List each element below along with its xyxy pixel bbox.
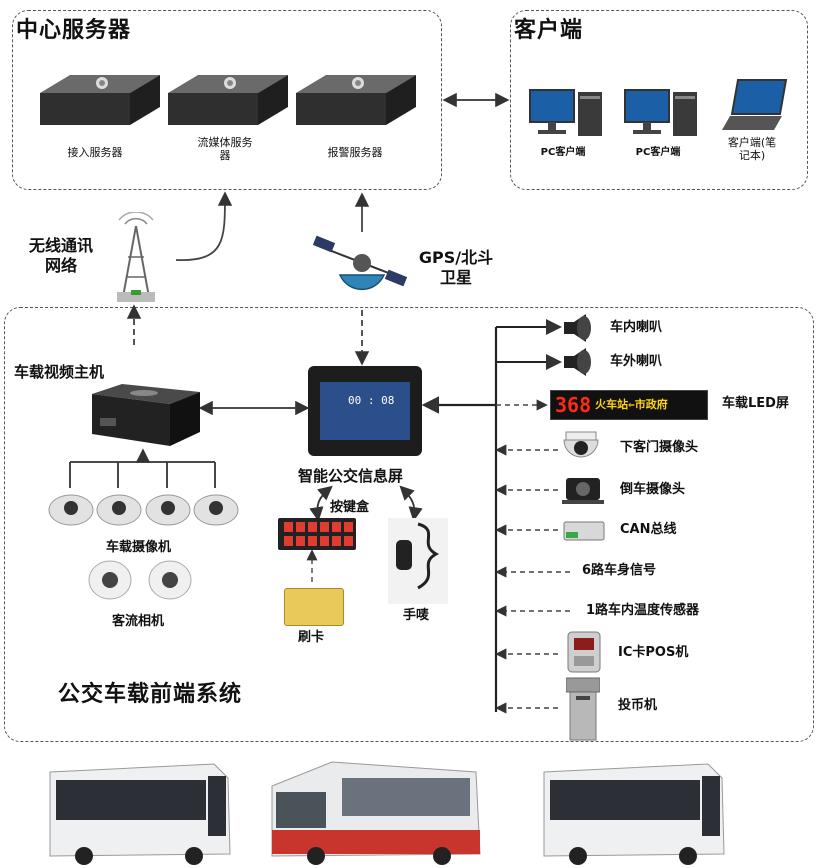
info-screen-time: 00 : 08	[348, 394, 395, 407]
info-screen-label: 智能公交信息屏	[298, 467, 404, 485]
wireless-tower-icon	[117, 212, 155, 302]
vehicle-camera-icon-3	[145, 494, 191, 526]
streaming-server-icon	[168, 75, 288, 125]
center-server-title: 中心服务器	[16, 18, 132, 43]
outer-speaker-icon	[564, 348, 591, 376]
keypad-label: 按键盒	[330, 500, 370, 515]
laptop-client-label: 客户端(笔 记本)	[727, 136, 777, 162]
keypad-icon	[278, 518, 356, 550]
door-camera-label: 下客门摄像头	[620, 440, 699, 455]
led-route-number: 368	[555, 393, 592, 417]
passenger-counter-icon-2	[148, 560, 192, 600]
dvr-icon	[92, 384, 200, 446]
microphone-label: 手唛	[403, 608, 430, 623]
body-signal-label: 6路车身信号	[582, 563, 657, 578]
wireless-network-label: 无线通讯 网络	[28, 236, 93, 275]
access-server-label: 接入服务器	[67, 146, 123, 159]
info-screen-device: 00 : 08	[308, 366, 422, 456]
inner-speaker-label: 车内喇叭	[610, 320, 663, 335]
gps-satellite-label: GPS/北斗 卫星	[418, 248, 494, 287]
center-server-region	[12, 10, 442, 190]
ic-card-pos-icon	[567, 631, 601, 673]
front-system-region	[4, 307, 814, 742]
door-camera-icon	[563, 431, 599, 458]
alarm-server-label: 报警服务器	[327, 146, 383, 159]
temperature-sensor-label: 1路车内温度传感器	[586, 603, 700, 618]
laptop-client-icon	[722, 79, 788, 130]
alarm-server-icon	[296, 75, 416, 125]
gps-satellite-icon	[312, 235, 408, 291]
led-route-text: 火车站⇐市政府	[595, 398, 668, 411]
vehicle-camera-icon-2	[96, 494, 142, 526]
pc-client-label-1: PC客户端	[540, 147, 586, 158]
pc-client-label-2: PC客户端	[635, 147, 681, 158]
streaming-server-label: 流媒体服务 器	[197, 136, 253, 162]
info-screen-display: 00 : 08	[320, 382, 410, 440]
card-icon	[284, 588, 344, 626]
vehicle-camera-icon-4	[193, 494, 239, 526]
coin-box-icon	[566, 677, 600, 741]
vehicle-camera-icon-1	[48, 494, 94, 526]
pc-client-icon-2	[624, 89, 697, 136]
led-display-label: 车载LED屏	[722, 396, 789, 411]
ic-card-pos-label: IC卡POS机	[618, 645, 689, 660]
client-title: 客户端	[514, 18, 584, 43]
outer-speaker-label: 车外喇叭	[610, 354, 663, 369]
microphone-icon	[388, 518, 448, 604]
vehicle-camera-label: 车载摄像机	[106, 540, 172, 555]
reverse-camera-icon	[562, 478, 604, 504]
front-system-title: 公交车载前端系统	[58, 682, 243, 707]
bus-image-left	[49, 763, 231, 865]
coin-box-label: 投币机	[618, 698, 658, 713]
card-label: 刷卡	[298, 630, 325, 645]
can-bus-label: CAN总线	[620, 522, 677, 537]
passenger-counter-icon-1	[88, 560, 132, 600]
dvr-label: 车载视频主机	[14, 363, 105, 381]
led-display-icon: 368 火车站⇐市政府	[550, 390, 708, 420]
reverse-camera-label: 倒车摄像头	[620, 482, 686, 497]
client-region	[510, 10, 808, 190]
access-server-icon	[40, 75, 160, 125]
can-bus-icon	[563, 521, 605, 541]
bus-image-right	[543, 763, 725, 865]
passenger-counter-label: 客流相机	[112, 614, 165, 629]
pc-client-icon-1	[529, 89, 602, 136]
inner-speaker-icon	[564, 314, 591, 342]
bus-image-center	[271, 761, 481, 865]
